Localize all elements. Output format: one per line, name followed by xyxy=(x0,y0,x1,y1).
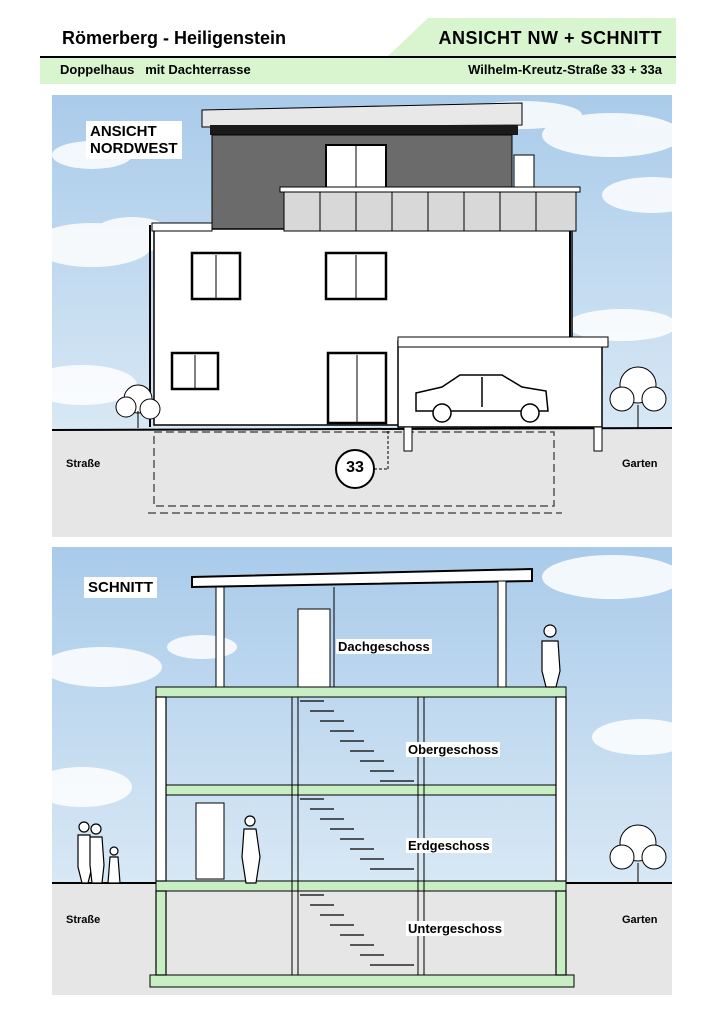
sheet-title-box: ANSICHT NW + SCHNITT xyxy=(388,18,676,56)
bush-right xyxy=(609,366,667,428)
garden-label: Garten xyxy=(622,458,658,470)
dg-door xyxy=(297,608,331,690)
clouds xyxy=(52,555,672,807)
people xyxy=(77,624,561,884)
section-drawing xyxy=(52,547,672,995)
floor-label-og: Obergeschoss xyxy=(406,742,501,757)
elevation-panel: ANSICHT NORDWEST 33 Straße Garten xyxy=(52,95,672,537)
upper-windows xyxy=(190,251,388,301)
project-title: Römerberg - Heiligenstein xyxy=(62,28,287,48)
sheet-title: ANSICHT NW + SCHNITT xyxy=(438,28,662,48)
roof-fascia xyxy=(210,125,518,135)
floor-label-ug: Untergeschoss xyxy=(406,921,504,936)
bush-left xyxy=(115,384,161,428)
eg-door xyxy=(195,802,225,880)
street-label: Straße xyxy=(66,458,101,470)
street-label: Straße xyxy=(66,914,101,926)
floor-label-dg: Dachgeschoss xyxy=(336,639,432,654)
header-divider xyxy=(40,56,676,58)
house-number: 33 xyxy=(346,459,364,476)
view-label-line2: NORDWEST xyxy=(90,140,178,157)
basement-outline xyxy=(153,431,555,507)
section-label: SCHNITT xyxy=(84,577,157,598)
garden-label: Garten xyxy=(622,914,658,926)
section-panel: SCHNITT Dachgeschoss Obergeschoss Erdges… xyxy=(52,547,672,995)
floor-label-eg: Erdgeschoss xyxy=(406,838,492,853)
subtitle-bar: Doppelhaus mit Dachterrasse Wilhelm-Kreu… xyxy=(40,58,676,84)
view-label: ANSICHT NORDWEST xyxy=(86,121,182,159)
balcony-railing xyxy=(283,190,577,232)
roof-slab xyxy=(191,567,533,589)
subtitle-address: Wilhelm-Kreutz-Straße 33 + 33a xyxy=(468,62,662,77)
exterior-walls xyxy=(155,696,567,882)
staircase xyxy=(300,700,414,966)
basement-walls xyxy=(155,890,567,976)
bush-right xyxy=(609,824,667,883)
elevation-drawing xyxy=(52,95,672,537)
view-label-line1: ANSICHT xyxy=(90,123,157,140)
sky xyxy=(52,547,672,883)
lower-windows xyxy=(170,351,388,425)
car xyxy=(415,374,549,423)
floor-slabs xyxy=(149,686,575,988)
subtitle-left: Doppelhaus mit Dachterrasse xyxy=(60,62,251,77)
